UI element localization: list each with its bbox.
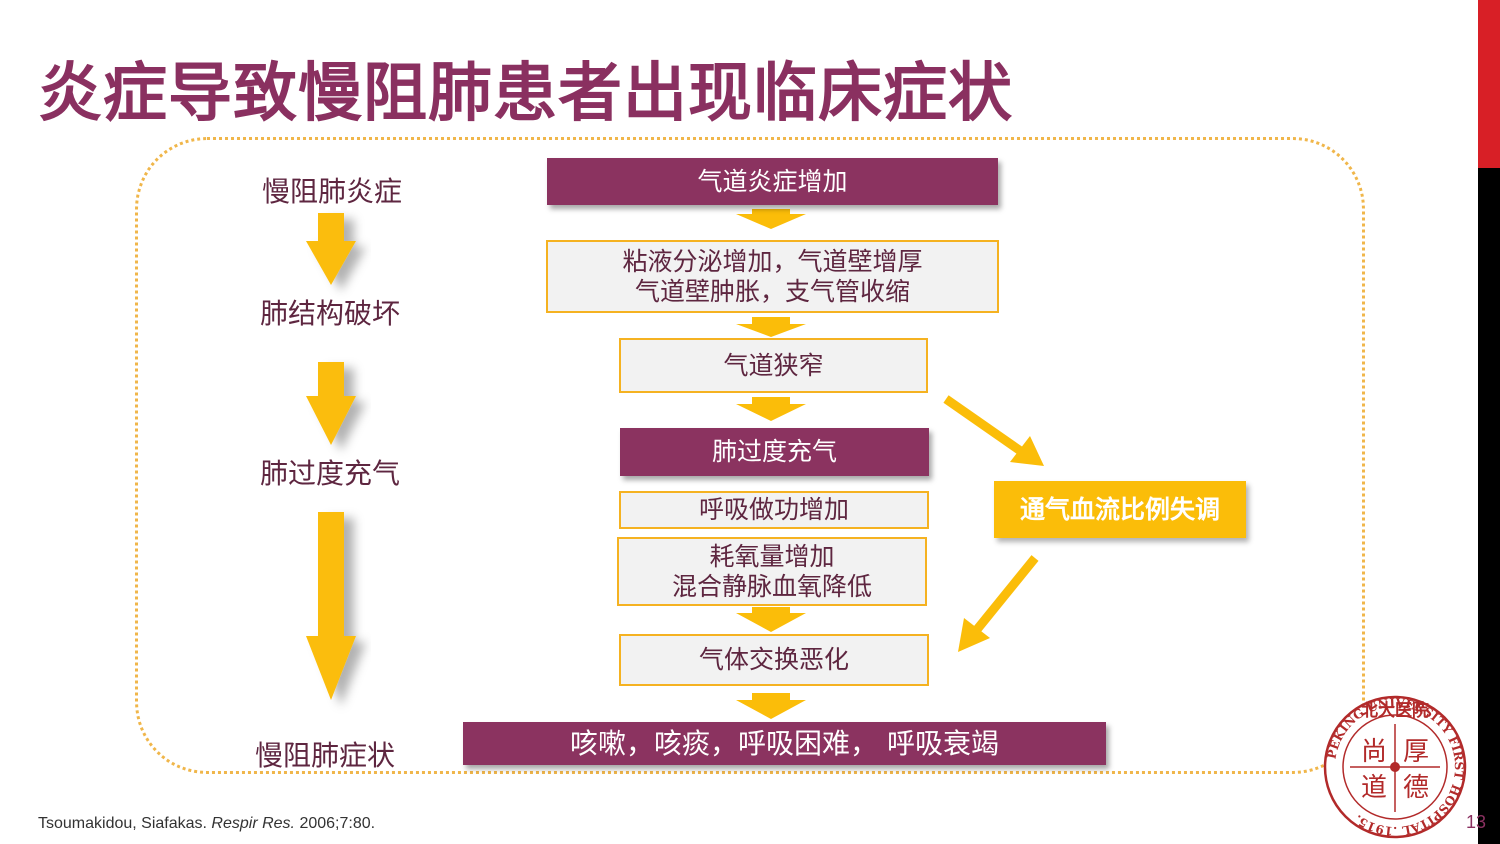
stage-label-inflammation: 慢阻肺炎症 bbox=[262, 175, 403, 208]
stage-label-structural-damage: 肺结构破坏 bbox=[260, 297, 401, 330]
box-work-of-breathing-text: 呼吸做功增加 bbox=[698, 495, 849, 524]
accent-bar-red bbox=[1478, 0, 1500, 168]
diagonal-arrow-from-vq-icon bbox=[958, 555, 1039, 652]
flow-chevron-2-icon bbox=[736, 317, 806, 337]
box-oxygen-consumption: 耗氧量增加 混合静脉血氧降低 bbox=[617, 537, 927, 606]
box-oxygen-line2: 混合静脉血氧降低 bbox=[671, 571, 872, 601]
box-mucus-line1: 粘液分泌增加，气道壁增厚 bbox=[622, 246, 923, 276]
box-oxygen-line1: 耗氧量增加 bbox=[709, 541, 835, 571]
flow-chevron-5-icon bbox=[736, 693, 806, 719]
diagonal-arrow-to-vq-icon bbox=[943, 395, 1044, 466]
citation: Tsoumakidou, Siafakas. Respir Res. 2006;… bbox=[38, 815, 375, 833]
stage-arrow-2-icon bbox=[306, 362, 356, 445]
logo-motto-1: 尚 bbox=[1361, 737, 1387, 767]
citation-ref: 2006;7:80. bbox=[295, 815, 376, 832]
citation-journal: Respir Res. bbox=[211, 815, 295, 832]
stage-arrow-1-icon bbox=[306, 213, 356, 285]
stage-label-symptoms: 慢阻肺症状 bbox=[255, 739, 396, 772]
logo-motto-3: 道 bbox=[1361, 773, 1387, 803]
box-clinical-symptoms-text: 咳嗽，咳痰，呼吸困难， 呼吸衰竭 bbox=[570, 726, 999, 760]
box-airway-narrowing: 气道狭窄 bbox=[619, 338, 928, 393]
box-gas-exchange: 气体交换恶化 bbox=[619, 634, 929, 686]
logo-motto-4: 德 bbox=[1403, 773, 1429, 803]
box-airway-inflammation-text: 气道炎症增加 bbox=[697, 166, 848, 196]
logo-motto-2: 厚 bbox=[1403, 737, 1429, 767]
accent-bar-black bbox=[1478, 168, 1500, 844]
box-mucus-secretion: 粘液分泌增加，气道壁增厚 气道壁肿胀，支气管收缩 bbox=[546, 240, 999, 313]
stage-label-hyperinflation: 肺过度充气 bbox=[260, 457, 401, 490]
hospital-logo: PEKING UNIVERSITY FIRST HOSPITAL .1915. … bbox=[1323, 695, 1467, 839]
box-gas-exchange-text: 气体交换恶化 bbox=[698, 645, 849, 674]
flow-chevron-3-icon bbox=[736, 397, 806, 421]
page-number: 13 bbox=[1466, 812, 1487, 832]
box-airway-inflammation: 气道炎症增加 bbox=[547, 158, 998, 205]
box-mucus-line2: 气道壁肿胀，支气管收缩 bbox=[634, 276, 910, 306]
box-hyperinflation-text: 肺过度充气 bbox=[711, 437, 837, 466]
citation-authors: Tsoumakidou, Siafakas. bbox=[38, 815, 212, 832]
box-vq-mismatch: 通气血流比例失调 bbox=[994, 481, 1246, 538]
box-work-of-breathing: 呼吸做功增加 bbox=[619, 491, 929, 529]
box-vq-mismatch-text: 通气血流比例失调 bbox=[1019, 494, 1220, 524]
logo-name: 北大医院 bbox=[1361, 700, 1429, 721]
flow-chevron-4-icon bbox=[736, 607, 806, 632]
box-airway-narrowing-text: 气道狭窄 bbox=[723, 350, 824, 380]
stage-arrow-3-icon bbox=[306, 512, 356, 700]
box-hyperinflation: 肺过度充气 bbox=[620, 428, 929, 476]
dotted-frame bbox=[135, 137, 1365, 774]
box-clinical-symptoms: 咳嗽，咳痰，呼吸困难， 呼吸衰竭 bbox=[463, 722, 1106, 765]
slide-title: 炎症导致慢阻肺患者出现临床症状 bbox=[38, 57, 1013, 131]
flow-chevron-1-icon bbox=[736, 209, 806, 229]
